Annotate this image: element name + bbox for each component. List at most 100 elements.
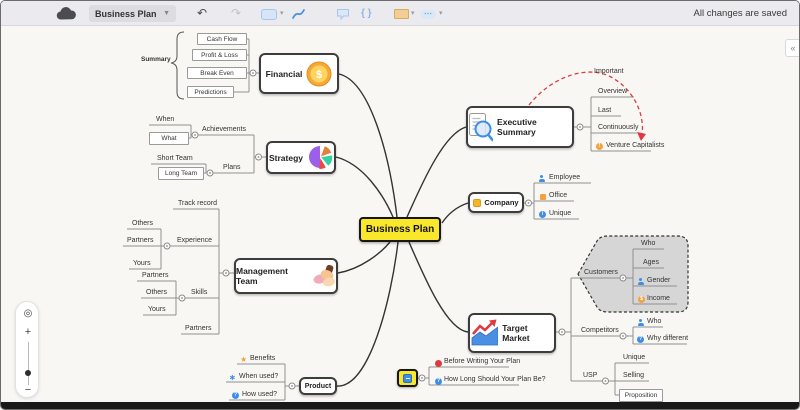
summary-label[interactable]: Summary (141, 56, 171, 63)
topic-company[interactable]: Company (468, 192, 524, 213)
topic-achievements[interactable]: Achievements (202, 126, 246, 133)
topic-target-market[interactable]: Target Market (468, 313, 556, 353)
topic-experience[interactable]: Experience (177, 237, 213, 244)
topic-overview[interactable]: Overview (598, 88, 628, 95)
topic-how-used[interactable]: How used? (242, 391, 278, 398)
summary-brace (170, 31, 185, 100)
topic-product[interactable]: Product (299, 377, 337, 395)
callout-button[interactable] (336, 8, 350, 20)
topic-exp-others[interactable]: Others (132, 220, 154, 227)
topic-cust-who[interactable]: Who (641, 240, 656, 247)
topic-employee[interactable]: Employee (549, 174, 581, 181)
pie-chart-icon (309, 146, 333, 170)
topic-strategy[interactable]: Strategy (266, 141, 336, 174)
person-icon (637, 278, 644, 285)
topic-financial[interactable]: Financial $ (259, 53, 339, 94)
collapse-panel-button[interactable]: « (785, 39, 799, 57)
topic-comp-who[interactable]: Who (647, 318, 662, 325)
topic-management-team[interactable]: Management Team (234, 258, 338, 294)
topic-short-team[interactable]: Short Team (157, 155, 193, 162)
collapse-handle-dots (166, 72, 624, 387)
asterisk-icon: ∗ (229, 373, 236, 382)
map-title-dropdown[interactable]: Business Plan ▼ (89, 5, 176, 22)
chevron-down-icon: ▾ (411, 10, 415, 17)
topic-executive-summary[interactable]: Executive Summary (466, 106, 574, 148)
topic-before-writing[interactable]: Before Writing Your Plan (444, 358, 521, 365)
topic-office[interactable]: Office (549, 192, 568, 199)
topic-venture-capitalists[interactable]: Venture Capitalists (606, 142, 665, 149)
topic-predictions[interactable]: Predictions (187, 86, 234, 98)
main-branch-curves (335, 73, 469, 387)
zoom-in-button[interactable]: + (24, 326, 32, 338)
topic-cust-income[interactable]: Income (647, 295, 670, 302)
undo-button[interactable]: ↶ (196, 6, 208, 20)
topic-profit-loss[interactable]: Profit & Loss (192, 49, 247, 61)
building-icon (473, 198, 482, 207)
more-tools-button[interactable]: ⋯ (420, 10, 436, 19)
zoom-slider-track[interactable] (27, 342, 29, 385)
redo-button[interactable]: ↷ (230, 6, 242, 20)
topic-how-long[interactable]: How Long Should Your Plan Be? (444, 376, 546, 383)
info-icon: i (539, 211, 546, 218)
topic-long-team[interactable]: Long Team (158, 167, 204, 180)
zoom-control: ◎ + − (15, 301, 39, 398)
topic-continuously[interactable]: Continuously (598, 124, 639, 131)
toolbar: Business Plan ▼ ↶ ↷ ▾ { } ▾ ⋯ ▾ All chan… (1, 1, 799, 26)
person-icon (538, 175, 545, 182)
topic-skills-others[interactable]: Others (146, 289, 168, 296)
topic-break-even[interactable]: Break Even (187, 67, 247, 79)
cloud-logo-icon[interactable] (55, 6, 77, 22)
topic-track-record[interactable]: Track record (178, 200, 218, 207)
star-icon: ★ (240, 355, 248, 364)
topic-what[interactable]: What (149, 132, 189, 145)
topic-when-used[interactable]: When used? (239, 373, 279, 380)
topic-benefits[interactable]: Benefits (250, 355, 276, 362)
topic-exp-yours[interactable]: Yours (133, 260, 151, 267)
map-title: Business Plan (95, 8, 157, 19)
summary-button[interactable]: { } (361, 8, 372, 19)
zoom-out-button[interactable]: − (24, 384, 32, 396)
topic-why-different[interactable]: Why different (647, 335, 689, 342)
topic-usp-selling[interactable]: Selling (623, 372, 645, 379)
document-magnifier-icon (469, 112, 494, 141)
floating-topic[interactable] (397, 369, 418, 387)
topic-proposition[interactable]: Proposition (619, 389, 663, 402)
topic-when[interactable]: When (156, 116, 175, 123)
relationship-label-important[interactable]: Important (594, 68, 624, 75)
exclaim-icon: ! (596, 143, 603, 150)
topic-cash-flow[interactable]: Cash Flow (197, 33, 247, 45)
topic-skills-yours[interactable]: Yours (148, 306, 166, 313)
branch-lines (123, 38, 687, 401)
chevron-down-icon: ▾ (439, 10, 443, 17)
relationship-curve[interactable] (528, 71, 644, 136)
topic-shape-button[interactable] (261, 9, 277, 20)
topic-usp[interactable]: USP (583, 372, 598, 379)
topic-partners[interactable]: Partners (185, 325, 212, 332)
topic-skills[interactable]: Skills (191, 289, 208, 296)
topic-usp-unique[interactable]: Unique (623, 354, 646, 361)
fit-map-button[interactable]: ◎ (23, 308, 33, 319)
income-icon: $ (638, 296, 645, 303)
question-icon: ? (637, 336, 644, 343)
topic-cust-ages[interactable]: Ages (643, 259, 659, 266)
question-icon: ? (435, 378, 442, 385)
topic-competitors[interactable]: Competitors (581, 327, 619, 334)
topic-skills-partners[interactable]: Partners (142, 272, 169, 279)
relationship-button[interactable] (291, 7, 306, 21)
chevron-down-icon: ▾ (280, 10, 284, 17)
marker-button[interactable] (394, 9, 409, 19)
hands-icon (313, 264, 335, 286)
topic-customers[interactable]: Customers (584, 269, 618, 276)
topic-unique[interactable]: Unique (549, 210, 572, 217)
zoom-slider-handle[interactable] (25, 370, 31, 376)
window-bottom-edge (1, 402, 799, 409)
topic-plans[interactable]: Plans (223, 164, 241, 171)
topic-exp-partners[interactable]: Partners (127, 237, 154, 244)
topic-cust-gender[interactable]: Gender (647, 277, 671, 284)
topic-last[interactable]: Last (598, 107, 612, 114)
red-dot-icon (435, 360, 442, 367)
central-topic-business-plan[interactable]: Business Plan (359, 217, 441, 242)
office-icon (540, 194, 546, 200)
